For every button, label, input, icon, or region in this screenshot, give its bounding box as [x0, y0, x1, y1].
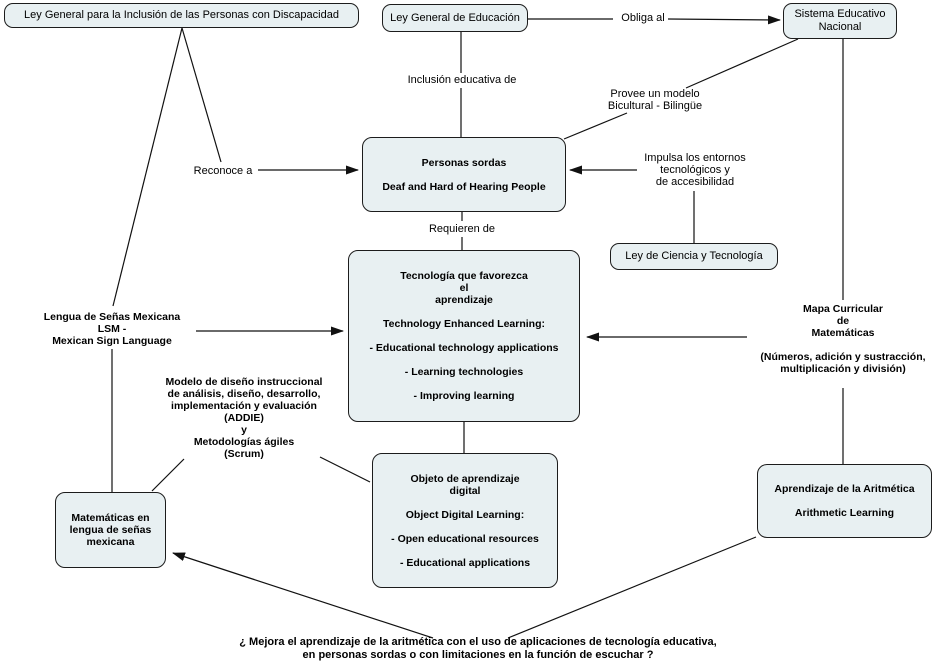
node-objeto-aprendizaje-digital[interactable]: Objeto de aprendizaje digital Object Dig…	[372, 453, 558, 588]
edge-label-provee-modelo[interactable]: Provee un modelo Bicultural - Bilingüe	[607, 88, 703, 112]
node-sistema-educativo-nacional[interactable]: Sistema Educativo Nacional	[783, 3, 897, 39]
edge-label-impulsa-entornos[interactable]: Impulsa los entornos tecnológicos y de a…	[644, 152, 746, 188]
edge-label-requieren-de[interactable]: Requieren de	[428, 223, 496, 235]
node-aprendizaje-aritmetica[interactable]: Aprendizaje de la Aritmética Arithmetic …	[757, 464, 932, 538]
node-ley-ciencia-tecnologia[interactable]: Ley de Ciencia y Tecnología	[610, 243, 778, 270]
text-research-question[interactable]: ¿ Mejora el aprendizaje de la aritmética…	[239, 636, 717, 661]
edge-question-matematicas-arrow	[172, 552, 434, 639]
edge-modelo-objeto-line	[319, 456, 371, 483]
edge-obliga-line-b	[667, 15, 781, 25]
text-mapa-curricular[interactable]: Mapa Curricular de Matemáticas (Números,…	[760, 303, 926, 375]
edge-aprendizaje-question-line	[507, 536, 757, 639]
text-modelo-addie-scrum[interactable]: Modelo de diseño instruccional de anális…	[165, 376, 323, 460]
node-tecnologia-aprendizaje[interactable]: Tecnología que favorezca el aprendizaje …	[348, 250, 580, 422]
edge-sistema-provee-line	[685, 38, 799, 89]
edge-modelo-matematicas-line	[151, 458, 185, 492]
edge-inclusion-lengua-line	[112, 27, 183, 307]
edge-label-inclusion-educativa[interactable]: Inclusión educativa de	[407, 74, 517, 86]
edge-inclusion-reconoce-line	[181, 27, 222, 163]
node-ley-general-educacion[interactable]: Ley General de Educación	[382, 4, 528, 32]
text-lengua-de-senas[interactable]: Lengua de Señas Mexicana LSM - Mexican S…	[43, 311, 181, 347]
node-matematicas-lsm[interactable]: Matemáticas en lengua de señas mexicana	[55, 492, 166, 568]
node-personas-sordas[interactable]: Personas sordas Deaf and Hard of Hearing…	[362, 137, 566, 212]
node-ley-general-inclusion[interactable]: Ley General para la Inclusión de las Per…	[4, 3, 359, 28]
edge-provee-personas-line	[563, 112, 628, 140]
edge-label-obliga-al[interactable]: Obliga al	[621, 12, 665, 24]
edge-label-reconoce-a[interactable]: Reconoce a	[193, 165, 253, 177]
